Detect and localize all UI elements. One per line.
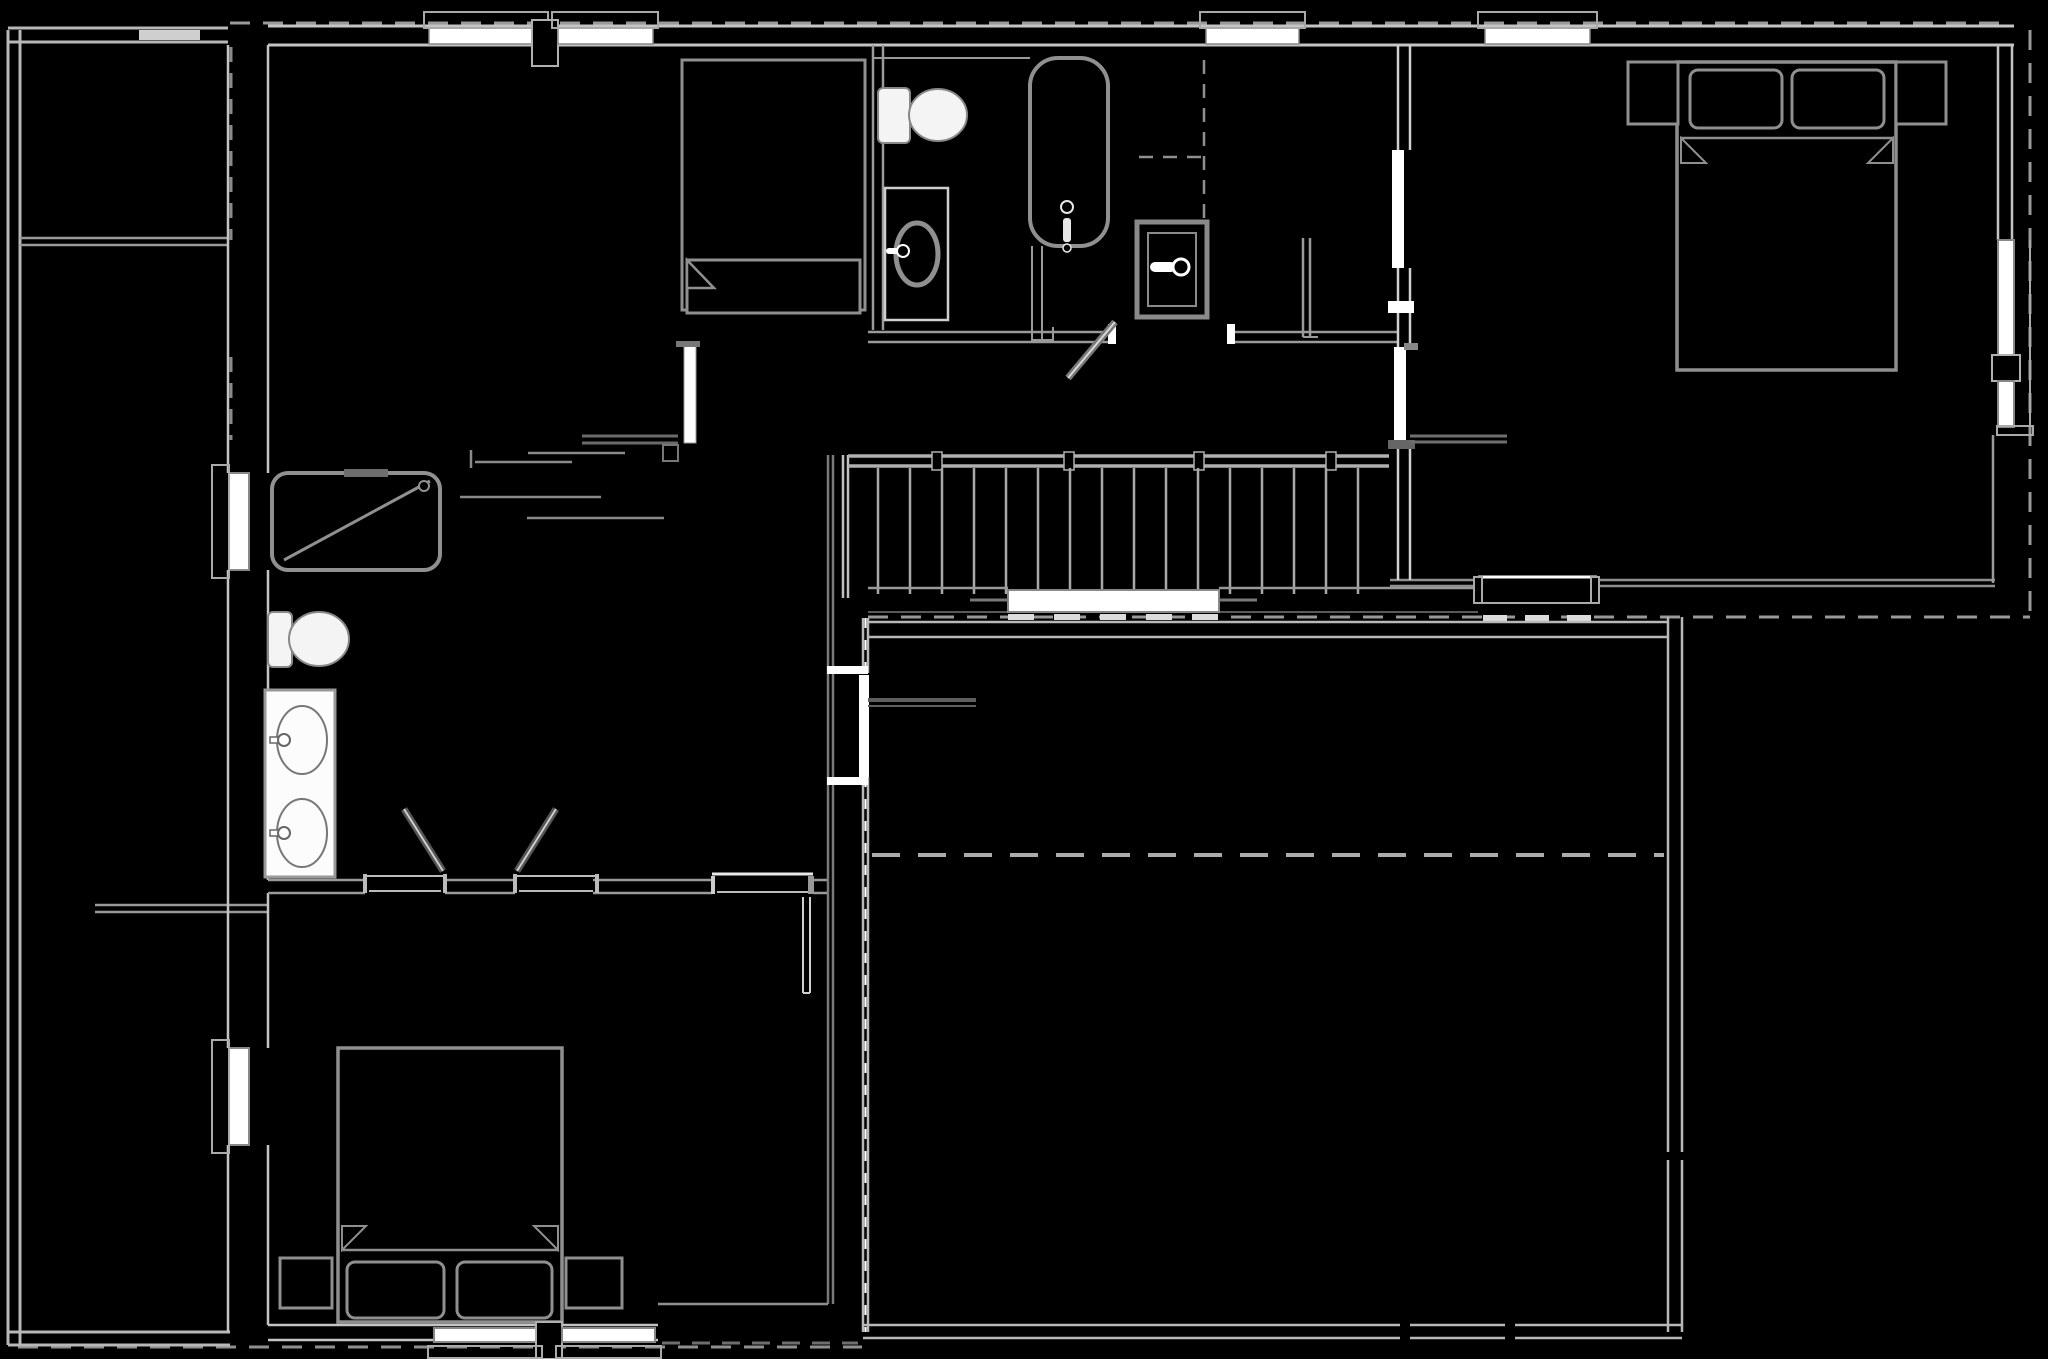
- bath-door-jamb-left: [1108, 324, 1116, 344]
- bed2-blanket-fold: [685, 256, 717, 290]
- wicdoor-tick-r: [595, 874, 599, 893]
- masterbed-window-south-l: [433, 1327, 537, 1343]
- window-bed3-top-sill: [1477, 11, 1598, 29]
- wic-door-leaf-light: [516, 808, 557, 872]
- bonus-east-joint: [1664, 1152, 1686, 1160]
- bonus-door-leaf: [859, 675, 869, 777]
- master-faucet-upper-knob: [277, 733, 291, 747]
- bed3-east-window-lower: [1997, 380, 2015, 428]
- window-bed2-mullion: [531, 19, 559, 67]
- bathtub-faucet-knob: [1060, 200, 1074, 214]
- bath-door-leaf-light: [1067, 321, 1116, 379]
- bathdoor-tick-r: [443, 874, 447, 893]
- bed3-pillow-right: [1790, 68, 1886, 130]
- masterbed-window-sill-r: [555, 1345, 662, 1359]
- masterbed-window-west: [228, 1047, 250, 1146]
- linen-cabinet-handle-bar: [1150, 262, 1176, 272]
- hallbath-faucet-knob: [896, 244, 910, 258]
- bed2-door-jamb: [662, 444, 679, 462]
- bonus-south-joint-2: [1505, 1321, 1515, 1343]
- bed3-east-window-post: [1991, 354, 2021, 382]
- stair-newel-4: [1325, 451, 1337, 471]
- master-toilet-bowl: [288, 611, 350, 667]
- bed3-east-window-upper: [1997, 239, 2015, 356]
- masterbath-door-leaf-light: [403, 808, 444, 872]
- master-entry-tick-l: [711, 876, 715, 894]
- bath-door-jamb-right: [1227, 324, 1235, 344]
- masterbed-fold-right: [531, 1225, 559, 1253]
- masterbed-nightstand-right: [564, 1256, 624, 1310]
- bed2-footbox: [685, 258, 862, 315]
- bed3-door-leaf: [1392, 150, 1404, 268]
- bathdoor-tick-l: [363, 874, 367, 893]
- window-bath-top: [1205, 27, 1300, 45]
- bed3-closet-door-hinge: [1404, 343, 1418, 350]
- bed3-east-sill-corner: [1996, 425, 2034, 436]
- bonus-south-joint-1: [1400, 1321, 1410, 1343]
- stair-newel-3: [1193, 451, 1205, 471]
- shower-glass-line: [283, 479, 431, 562]
- bed3-fold-right: [1865, 135, 1894, 164]
- masterbath-window: [228, 472, 250, 571]
- masterbed-window-post: [535, 1321, 563, 1359]
- bed3-nightstand-right: [1894, 60, 1948, 126]
- bed2-door-hinge: [676, 341, 700, 347]
- shower-top-tick: [344, 469, 388, 477]
- bonus-door-cap-bot: [827, 777, 868, 785]
- masterbed-window-sill-l: [427, 1345, 543, 1359]
- window-bath-top-sill: [1199, 11, 1306, 29]
- stairhall-window: [1007, 589, 1220, 613]
- linen-cabinet-inner: [1147, 232, 1197, 307]
- bonus-door-cap-top: [827, 666, 868, 674]
- topleft-window: [139, 30, 200, 40]
- bed3-closet-door-jamb: [1388, 440, 1415, 449]
- bed3-nightstand-left: [1626, 60, 1680, 126]
- masterbed-window-south-r: [561, 1327, 656, 1343]
- hallbath-toilet-tank: [877, 87, 911, 144]
- wicdoor-tick-l: [513, 874, 517, 893]
- bathtub-spout: [1063, 218, 1071, 242]
- linen-cabinet-handle-ring: [1171, 257, 1191, 277]
- bathtub-spout-tip: [1062, 243, 1072, 253]
- master-entry-tick-r: [808, 876, 814, 894]
- masterbed-fold-left: [341, 1225, 369, 1253]
- tub-wall-bracket: [1031, 327, 1054, 341]
- bed3-fold-left: [1680, 135, 1709, 164]
- masterbed-nightstand-left: [278, 1256, 334, 1310]
- shower-head-dot: [418, 480, 430, 492]
- masterbath-window-sill: [211, 464, 230, 579]
- masterbed-pillow-right: [455, 1260, 554, 1320]
- bed3-pillow-left: [1688, 68, 1784, 130]
- window-bed3-top: [1484, 27, 1591, 45]
- window-bed2-right-sill: [551, 11, 659, 29]
- bed3-door-cap: [1388, 301, 1414, 313]
- bathtub: [1028, 56, 1110, 248]
- master-faucet-lower-knob: [277, 826, 291, 840]
- bed2-door-leaf: [683, 344, 697, 444]
- masterbed-pillow-left: [345, 1260, 446, 1320]
- stair-newel-1: [931, 451, 943, 471]
- window-bed2-right: [557, 27, 654, 45]
- bed3-south-opening-jamb-l: [1473, 576, 1483, 604]
- masterbed-window-west-sill: [211, 1039, 230, 1154]
- window-bed2-left: [428, 27, 533, 45]
- stair-newel-2: [1063, 451, 1075, 471]
- bed3-south-opening-jamb-r: [1590, 576, 1600, 604]
- bed3-closet-door-leaf: [1394, 347, 1406, 443]
- hallbath-toilet-bowl: [908, 88, 968, 142]
